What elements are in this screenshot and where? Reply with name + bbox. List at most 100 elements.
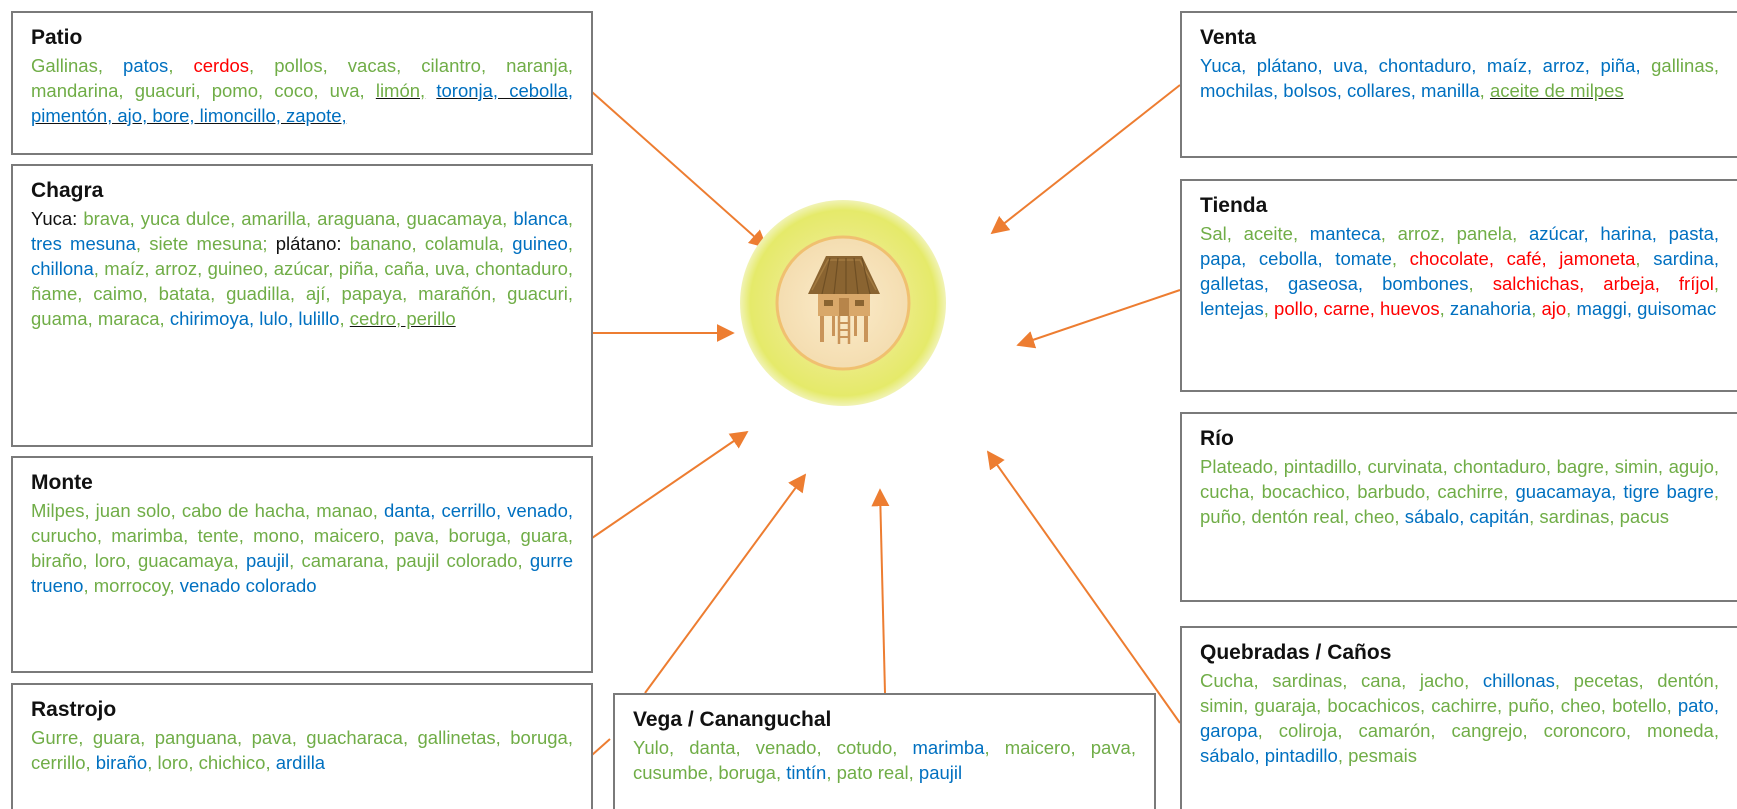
item-text: toronja, cebolla, pimentón, ajo, bore, l… bbox=[31, 80, 573, 126]
box-quebradas: Quebradas / Caños Cucha, sardinas, cana,… bbox=[1180, 626, 1737, 809]
item-text: pollo, carne, huevos bbox=[1274, 298, 1440, 319]
item-text: venado colorado bbox=[179, 575, 317, 596]
item-text: , bbox=[168, 55, 194, 76]
item-text: , bbox=[1439, 298, 1450, 319]
item-text: Yulo, danta, venado, cotudo, bbox=[633, 737, 913, 758]
item-text: paujil bbox=[245, 550, 290, 571]
item-text: , bbox=[1531, 298, 1542, 319]
box-content: Plateado, pintadillo, curvinata, chontad… bbox=[1200, 454, 1719, 529]
item-text: , siete mesuna; bbox=[135, 233, 276, 254]
item-text: , bbox=[1263, 298, 1275, 319]
box-content: Yulo, danta, venado, cotudo, marimba, ma… bbox=[633, 735, 1136, 785]
box-title: Monte bbox=[31, 471, 93, 494]
item-text: pato, garopa bbox=[1200, 695, 1719, 741]
arrow-vega-center bbox=[871, 488, 890, 694]
item-text: Gallinas bbox=[31, 55, 98, 76]
box-title: Rastrojo bbox=[31, 698, 117, 721]
item-text: brava, yuca dulce, amarilla, araguana, g… bbox=[83, 208, 514, 229]
item-text: , arroz, panela, bbox=[1380, 223, 1529, 244]
box-content: Cucha, sardinas, cana, jacho, chillonas,… bbox=[1200, 668, 1719, 768]
house-on-stilts-icon bbox=[808, 256, 880, 344]
item-text: blanca bbox=[513, 208, 568, 229]
arrow-rastrojo bbox=[591, 738, 611, 756]
arrow-tienda bbox=[1016, 289, 1181, 349]
box-content: Gurre, guara, panguana, pava, guacharaca… bbox=[31, 725, 573, 775]
box-content: Gallinas, patos, cerdos, pollos, vacas, … bbox=[31, 53, 573, 128]
box-venta: Venta Yuca, plátano, uva, chontaduro, ma… bbox=[1180, 11, 1737, 158]
item-text: , pesmais bbox=[1337, 745, 1417, 766]
item-text bbox=[425, 80, 436, 101]
item-text: aceite de milpes bbox=[1489, 80, 1624, 101]
box-title: Venta bbox=[1200, 26, 1257, 49]
box-vega: Vega / Cananguchal Yulo, danta, venado, … bbox=[613, 693, 1156, 809]
item-text: lentejas bbox=[1200, 298, 1264, 319]
box-content: Yuca, plátano, uva, chontaduro, maíz, ar… bbox=[1200, 53, 1719, 103]
item-text: Yuca: bbox=[31, 208, 84, 229]
item-text: salchichas, arbeja, fríjol bbox=[1492, 273, 1714, 294]
box-rastrojo: Rastrojo Gurre, guara, panguana, pava, g… bbox=[11, 683, 593, 809]
item-text: , bbox=[1468, 273, 1493, 294]
item-text: biraño bbox=[95, 752, 148, 773]
item-text: sábalo, capitán bbox=[1404, 506, 1530, 527]
arrow-quebradas bbox=[986, 450, 1181, 724]
arrow-monte bbox=[591, 430, 749, 539]
item-text: zanahoria bbox=[1449, 298, 1532, 319]
box-tienda: Tienda Sal, aceite, manteca, arroz, pane… bbox=[1180, 179, 1737, 392]
item-text: Yuca, plátano, uva, chontaduro, maíz, ar… bbox=[1200, 55, 1641, 76]
box-monte: Monte Milpes, juan solo, cabo de hacha, … bbox=[11, 456, 593, 673]
box-title: Patio bbox=[31, 26, 83, 49]
item-text: , morrocoy, bbox=[83, 575, 180, 596]
item-text: , bbox=[97, 55, 124, 76]
item-text: chirimoya, lulo, lulillo bbox=[169, 308, 340, 329]
item-text: Sal, aceite, bbox=[1200, 223, 1310, 244]
item-text: , camarana, paujil colorado, bbox=[289, 550, 530, 571]
box-content: Sal, aceite, manteca, arroz, panela, azú… bbox=[1200, 221, 1719, 321]
item-text: , loro, chichico, bbox=[147, 752, 276, 773]
item-text: Milpes, juan solo, cabo de hacha, manao, bbox=[31, 500, 384, 521]
item-text: , puño, dentón real, cheo, bbox=[1200, 481, 1719, 527]
item-text: guacamaya, tigre bagre bbox=[1515, 481, 1714, 502]
item-text: , bbox=[567, 233, 573, 254]
item-text: manteca bbox=[1309, 223, 1381, 244]
item-text: patos bbox=[123, 55, 169, 76]
item-text: guineo bbox=[512, 233, 568, 254]
item-text: banano, colamula, bbox=[349, 233, 513, 254]
item-text: chillonas bbox=[1482, 670, 1555, 691]
box-content: Yuca: brava, yuca dulce, amarilla, aragu… bbox=[31, 206, 573, 331]
item-text: sardina, galletas, gaseosa, bombones bbox=[1200, 248, 1720, 294]
item-text: limón, bbox=[375, 80, 426, 101]
item-text: tres mesuna bbox=[31, 233, 136, 254]
item-text: , bbox=[1635, 248, 1654, 269]
item-text: Plateado, pintadillo, curvinata, chontad… bbox=[1200, 456, 1719, 502]
item-text: ajo bbox=[1541, 298, 1567, 319]
item-text: mochilas, bolsos, collares, manilla bbox=[1200, 80, 1480, 101]
item-text: Gurre, guara, panguana, pava, guacharaca… bbox=[31, 727, 573, 773]
item-text: cerdos bbox=[193, 55, 250, 76]
item-text: , maíz, arroz, guineo, azúcar, piña, cañ… bbox=[31, 258, 573, 329]
box-patio: Patio Gallinas, patos, cerdos, pollos, v… bbox=[11, 11, 593, 155]
item-text: danta, cerrillo, venado, bbox=[384, 500, 574, 521]
item-text: Cucha, sardinas, cana, jacho, bbox=[1200, 670, 1483, 691]
item-text: , pato real, bbox=[826, 762, 919, 783]
arrow-vega bbox=[644, 473, 807, 694]
item-text: , bbox=[1566, 298, 1577, 319]
item-text: paujil bbox=[918, 762, 963, 783]
box-title: Quebradas / Caños bbox=[1200, 641, 1392, 664]
item-text: , pecetas, dentón, simin, guaraja, bocac… bbox=[1200, 670, 1719, 716]
box-content: Milpes, juan solo, cabo de hacha, manao,… bbox=[31, 498, 573, 598]
item-text: , bbox=[1713, 273, 1720, 294]
item-text: , bbox=[567, 208, 573, 229]
item-text: , coliroja, camarón, cangrejo, coroncoro… bbox=[1257, 720, 1719, 741]
item-text: azúcar, harina, pasta, papa, cebolla, to… bbox=[1200, 223, 1720, 269]
item-text: , bbox=[1391, 248, 1410, 269]
item-text: tintín bbox=[786, 762, 827, 783]
box-title: Tienda bbox=[1200, 194, 1268, 217]
item-text: , bbox=[339, 308, 350, 329]
item-text: plátano: bbox=[275, 233, 350, 254]
item-text: sábalo, pintadillo bbox=[1200, 745, 1338, 766]
box-title: Chagra bbox=[31, 179, 104, 202]
item-text: pollos, vacas, cilantro, naranja, mandar… bbox=[31, 55, 574, 101]
item-text: , sardinas, pacus bbox=[1529, 506, 1669, 527]
box-chagra: Chagra Yuca: brava, yuca dulce, amarilla… bbox=[11, 164, 593, 447]
arrow-venta bbox=[990, 84, 1181, 235]
